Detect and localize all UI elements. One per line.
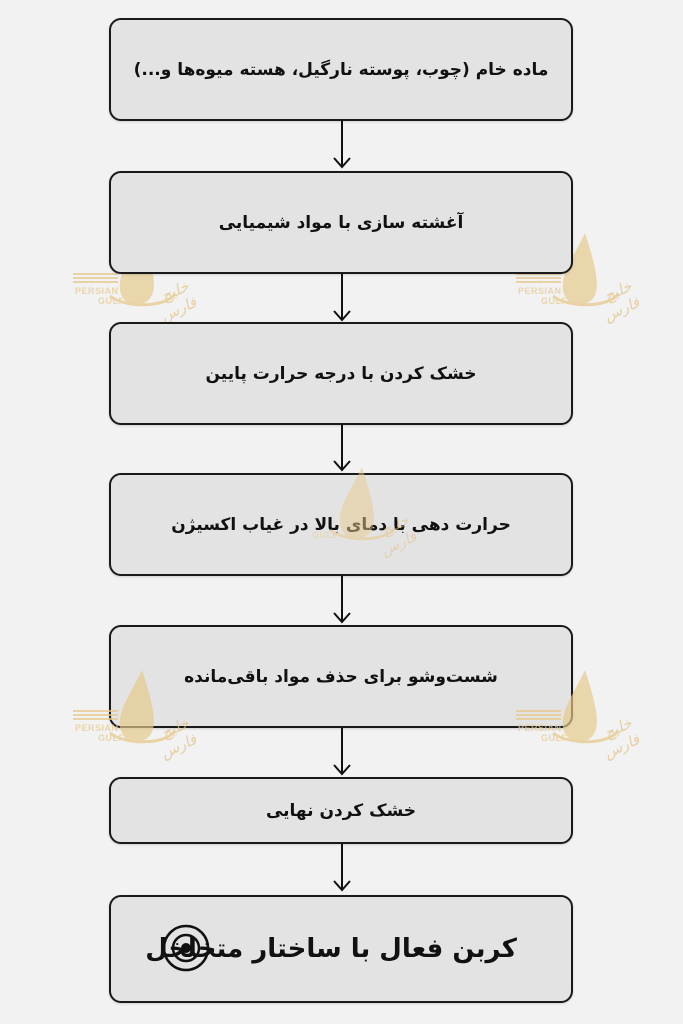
watermark-logo: GULF خلیج فارس bbox=[290, 462, 419, 559]
step-label: خشک کردن نهایی bbox=[265, 800, 417, 821]
arrow-down-icon bbox=[333, 728, 351, 778]
flow-step-chemical-impregnation: آغشته سازی با مواد شیمیایی bbox=[109, 171, 573, 274]
step-label: ماده خام (چوب، پوسته نارگیل، هسته میوه‌ه… bbox=[133, 59, 549, 80]
watermark-logo: PERSIAN GULF خلیج فارس bbox=[513, 228, 642, 325]
arrow-down-icon bbox=[333, 425, 351, 474]
watermark-text-en: GULF bbox=[541, 733, 568, 743]
step-label: حرارت دهی با دمای بالا در غیاب اکسیژن bbox=[171, 514, 511, 535]
oil-drop-icon bbox=[516, 233, 620, 307]
oil-drop-icon bbox=[516, 670, 620, 744]
watermark-text-en: GULF bbox=[98, 296, 125, 306]
watermark-text-en: PERSIAN bbox=[75, 723, 119, 733]
watermark-logo: PERSIAN GULF خلیج فارس bbox=[513, 665, 642, 762]
arrow-down-icon bbox=[333, 576, 351, 626]
watermark-logo: PERSIAN GULF خلیج فارس bbox=[70, 665, 199, 762]
flow-step-high-temp-heating: حرارت دهی با دمای بالا در غیاب اکسیژن bbox=[109, 473, 573, 576]
flow-step-raw-material: ماده خام (چوب، پوسته نارگیل، هسته میوه‌ه… bbox=[109, 18, 573, 121]
step-label: آغشته سازی با مواد شیمیایی bbox=[218, 212, 464, 233]
arrow-down-icon bbox=[333, 844, 351, 894]
oil-drop-icon bbox=[329, 467, 397, 541]
target-icon bbox=[161, 923, 211, 973]
step-label: شست‌وشو برای حذف مواد باقی‌مانده bbox=[184, 666, 498, 687]
oil-drop-icon bbox=[73, 670, 177, 744]
flow-step-activated-carbon: کربن فعال با ساختار متخلخل bbox=[109, 895, 573, 1003]
watermark-text-en: PERSIAN bbox=[518, 723, 562, 733]
arrow-down-icon bbox=[333, 274, 351, 324]
watermark-text-en: PERSIAN bbox=[75, 286, 119, 296]
flow-step-low-temp-drying: خشک کردن با درجه حرارت پایین bbox=[109, 322, 573, 425]
step-label: خشک کردن با درجه حرارت پایین bbox=[205, 363, 477, 384]
arrow-down-icon bbox=[333, 121, 351, 171]
watermark-text-en: GULF bbox=[312, 530, 339, 540]
flow-step-washing: شست‌وشو برای حذف مواد باقی‌مانده bbox=[109, 625, 573, 728]
watermark-text-en: GULF bbox=[98, 733, 125, 743]
watermark-text-en: GULF bbox=[541, 296, 568, 306]
watermark-text-en: PERSIAN bbox=[518, 286, 562, 296]
flow-step-final-drying: خشک کردن نهایی bbox=[109, 777, 573, 844]
